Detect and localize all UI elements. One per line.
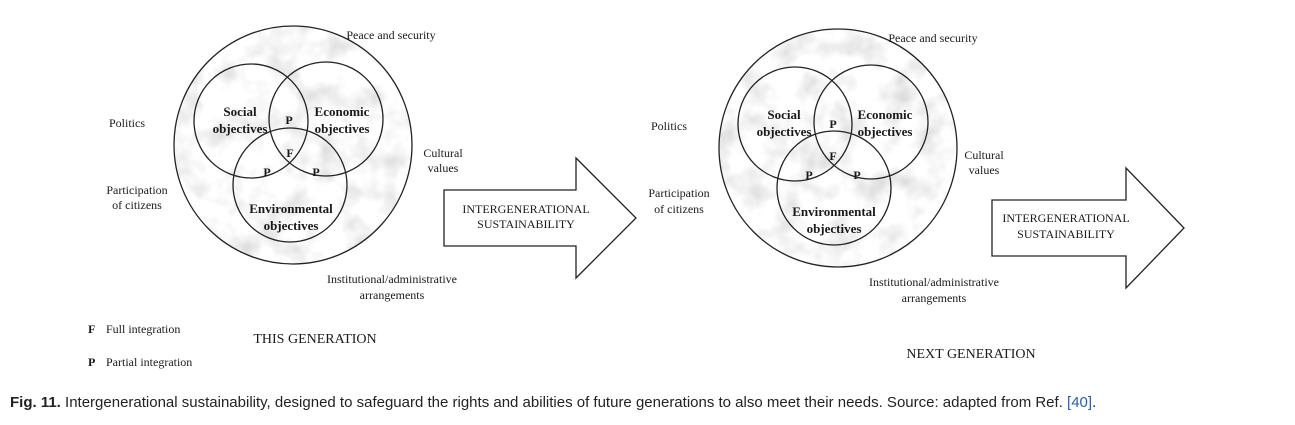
outer-circle [173,25,413,265]
economic-objectives-label-line2: objectives [858,124,913,139]
environmental-objectives-label: Environmental [249,201,333,216]
caption-text: Intergenerational sustainability, design… [65,394,1063,411]
social-objectives-label-line2: objectives [757,124,812,139]
cultural-values-label-line2: values [969,163,1000,177]
institutional-label: Institutional/administrative [869,275,999,289]
legend-f-label: Full integration [106,322,180,336]
figure-caption: Fig. 11. Intergenerational sustainabilit… [10,394,1290,411]
diagram-next-generation: Peace and security Politics Participatio… [648,28,1185,362]
environmental-objectives-label-line2: objectives [264,218,319,233]
peace-security-label: Peace and security [346,28,435,42]
politics-label: Politics [109,116,145,130]
institutional-label-line2: arrangements [360,288,425,302]
next-generation-label: NEXT GENERATION [906,347,1035,362]
participation-label-line2: of citizens [112,198,162,212]
figure-number: Fig. 11. [10,394,61,411]
outer-circle [718,28,958,268]
world-map-texture [174,26,412,264]
partial-integration-marker-top: P [829,117,836,131]
world-map-texture [719,29,957,267]
institutional-label-line2: arrangements [902,291,967,305]
legend-p-key: P [88,355,95,369]
arrow-label: INTERGENERATIONAL [462,202,589,216]
economic-objectives-label-line2: objectives [315,121,370,136]
social-objectives-label: Social [223,104,257,119]
participation-label: Participation [106,183,167,197]
politics-label: Politics [651,119,687,133]
peace-security-label: Peace and security [888,31,977,45]
economic-objectives-label: Economic [315,104,370,119]
environmental-objectives-label-line2: objectives [807,221,862,236]
social-circle [737,66,853,182]
this-generation-label: THIS GENERATION [253,332,376,347]
caption-period: . [1092,394,1097,411]
sustainability-arrow [991,166,1185,290]
institutional-label: Institutional/administrative [327,272,457,286]
legend: F Full integration P Partial integration [88,322,192,369]
social-circle [193,63,309,179]
social-objectives-label-line2: objectives [213,121,268,136]
legend-p-label: Partial integration [106,355,192,369]
economic-circle [268,61,384,177]
diagram-this-generation: Peace and security Politics Participatio… [106,25,637,347]
environmental-circle [776,130,892,246]
legend-f-key: F [88,322,95,336]
sustainability-arrow [443,156,637,280]
arrow-label-line2: SUSTAINABILITY [1017,227,1115,241]
full-integration-marker: F [286,146,293,160]
environmental-circle [232,127,348,243]
partial-integration-marker-right: P [312,165,319,179]
arrow-label-line2: SUSTAINABILITY [477,217,575,231]
cultural-values-label-line2: values [428,161,459,175]
cultural-values-label: Cultural [423,146,463,160]
reference-link[interactable]: [40] [1067,394,1093,411]
participation-label: Participation [648,186,709,200]
arrow-label: INTERGENERATIONAL [1002,211,1129,225]
participation-label-line2: of citizens [654,202,704,216]
partial-integration-marker-top: P [285,113,292,127]
cultural-values-label: Cultural [964,148,1004,162]
partial-integration-marker-left: P [263,165,270,179]
economic-objectives-label: Economic [858,107,913,122]
full-integration-marker: F [829,149,836,163]
economic-circle [813,64,929,180]
environmental-objectives-label: Environmental [792,204,876,219]
partial-integration-marker-right: P [853,168,860,182]
partial-integration-marker-left: P [805,168,812,182]
social-objectives-label: Social [767,107,801,122]
